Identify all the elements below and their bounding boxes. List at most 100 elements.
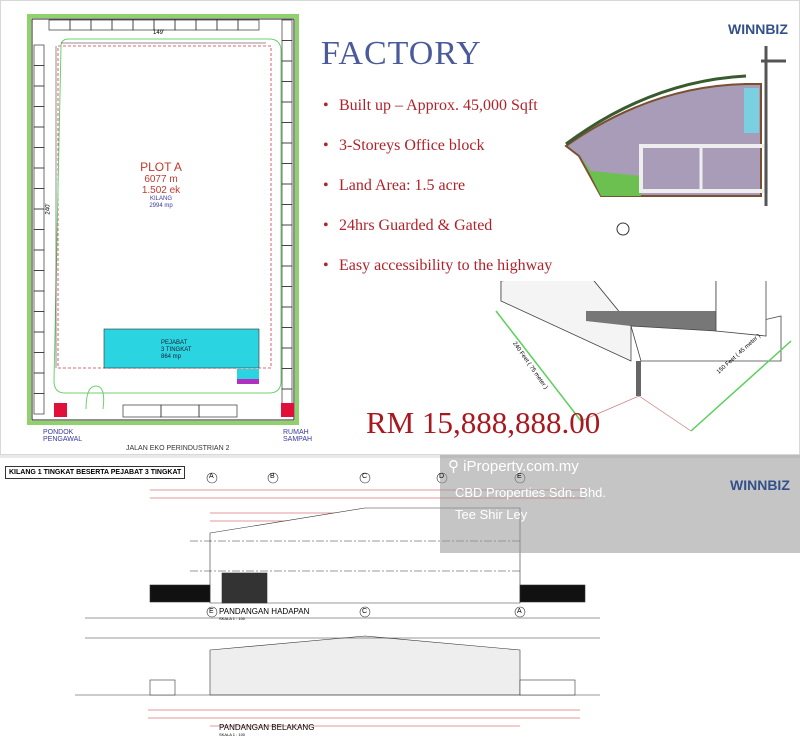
- parking-stall: [33, 44, 45, 66]
- parking-stall: [33, 126, 45, 148]
- parking-stall: [281, 40, 293, 62]
- elevation-drawings: KILANG 1 TINGKAT BESERTA PEJABAT 3 TINGK…: [0, 455, 800, 740]
- grid-label: E: [209, 608, 214, 615]
- factory-perspective: [495, 281, 792, 432]
- plot-title: PLOT A: [140, 160, 182, 174]
- grid-label: E: [517, 473, 522, 480]
- office-block: [103, 328, 260, 369]
- parking-stall: [33, 331, 45, 353]
- parking-stall: [281, 163, 293, 185]
- grid-label: C: [362, 473, 368, 480]
- parking-stall: [33, 208, 45, 230]
- parking-stall: [174, 19, 197, 31]
- watermark-agency: CBD Properties Sdn. Bhd.: [455, 485, 607, 500]
- refuse-house: [281, 403, 294, 417]
- parking-stall: [33, 147, 45, 169]
- parking-stall: [281, 306, 293, 328]
- parking-stall: [281, 204, 293, 226]
- brochure-panel: 149' 240' PLOT A 6077 m 1.502 ek KILANG …: [0, 0, 800, 455]
- road-label: JALAN EKO PERINDUSTRIAN 2: [126, 445, 230, 452]
- feature-item: •Built up – Approx. 45,000 Sqft: [323, 97, 538, 114]
- parking-stall: [33, 311, 45, 333]
- parking-stall: [281, 368, 293, 390]
- parking-stall: [281, 101, 293, 123]
- grid-label: B: [270, 473, 275, 480]
- parking-stall: [33, 352, 45, 374]
- parking-stall: [153, 19, 176, 31]
- location-pin-icon: ⚲: [448, 458, 459, 475]
- site-plan: [27, 14, 299, 425]
- front-grid-labels: A B C D E: [209, 473, 639, 483]
- office-label: PEJABAT 3 TINGKAT 864 mp: [161, 340, 191, 362]
- parking-stall: [33, 188, 45, 210]
- parking-stall: [33, 65, 45, 87]
- parking-stall: [69, 19, 92, 31]
- heading: FACTORY: [321, 35, 482, 72]
- parking-stall: [281, 81, 293, 103]
- plot-label: PLOT A 6077 m 1.502 ek KILANG 2994 mp: [121, 160, 201, 209]
- sheet-title: KILANG 1 TINGKAT BESERTA PEJABAT 3 TINGK…: [5, 466, 186, 479]
- parking-stalls: [33, 19, 293, 418]
- parking-stall: [33, 393, 45, 415]
- watermark-agent: Tee Shir Ley: [455, 507, 528, 522]
- feature-item: •3-Storeys Office block: [323, 137, 485, 154]
- office-floors: 3 TINGKAT: [161, 347, 192, 354]
- guard-house-label: PONDOK PENGAWAL: [43, 429, 83, 443]
- grid-label: A: [209, 473, 214, 480]
- depth-dimension: 240': [45, 203, 52, 215]
- factory-label: KILANG: [149, 196, 172, 203]
- parking-stall: [216, 19, 239, 31]
- parking-stall: [132, 19, 155, 31]
- plot-area-ek: 1.502 ek: [141, 185, 181, 197]
- grid-label: A: [517, 608, 522, 615]
- parking-stall: [281, 224, 293, 246]
- parking-stall: [111, 19, 134, 31]
- parking-stall: [33, 229, 45, 251]
- parking-stall: [90, 19, 113, 31]
- brand-logo: WINNBIZ: [730, 477, 790, 493]
- parking-stall: [281, 347, 293, 369]
- factory-footprint: [57, 45, 272, 369]
- refuse-house-label: RUMAH SAMPAH: [283, 429, 313, 443]
- office-name: PEJABAT: [161, 340, 188, 346]
- parking-stall: [33, 106, 45, 128]
- parking-stall: [281, 122, 293, 144]
- parking-stall: [48, 19, 71, 31]
- feature-item: •24hrs Guarded & Gated: [323, 217, 493, 234]
- parking-stall: [237, 19, 260, 31]
- parking-stall: [281, 19, 293, 41]
- parking-stall: [281, 286, 293, 308]
- parking-stall: [198, 404, 238, 418]
- width-dimension: 149': [153, 30, 165, 36]
- brand-logo: WINNBIZ: [728, 21, 788, 37]
- price: RM 15,888,888.00: [366, 405, 601, 440]
- site-boundary: [27, 14, 299, 425]
- parking-stall: [122, 404, 162, 418]
- grid-label: C: [362, 608, 368, 615]
- parking-stall: [33, 85, 45, 107]
- parking-stall: [33, 290, 45, 312]
- parking-stall: [33, 270, 45, 292]
- location-map: [564, 46, 786, 236]
- watermark-overlay: ⚲ iProperty.com.my CBD Properties Sdn. B…: [440, 455, 800, 553]
- parking-stall: [281, 245, 293, 267]
- office-area: 864 mp: [161, 354, 182, 361]
- parking-stall: [33, 167, 45, 189]
- parking-stall: [281, 265, 293, 287]
- parking-stall: [281, 327, 293, 349]
- feature-list: •Built up – Approx. 45,000 Sqft •3-Store…: [323, 97, 552, 297]
- grid-label: D: [439, 473, 445, 480]
- parking-stall: [281, 60, 293, 82]
- parking-stall: [33, 249, 45, 271]
- parking-stall: [195, 19, 218, 31]
- feature-item: •Land Area: 1.5 acre: [323, 177, 466, 194]
- parking-stall: [281, 142, 293, 164]
- plot-area-m: 6077 m: [144, 174, 178, 186]
- parking-stall: [160, 404, 200, 418]
- feature-item: •Easy accessibility to the highway: [323, 257, 553, 274]
- watermark-site: ⚲ iProperty.com.my: [448, 458, 579, 475]
- factory-area: 2994 mp: [149, 202, 173, 209]
- parking-stall: [281, 183, 293, 205]
